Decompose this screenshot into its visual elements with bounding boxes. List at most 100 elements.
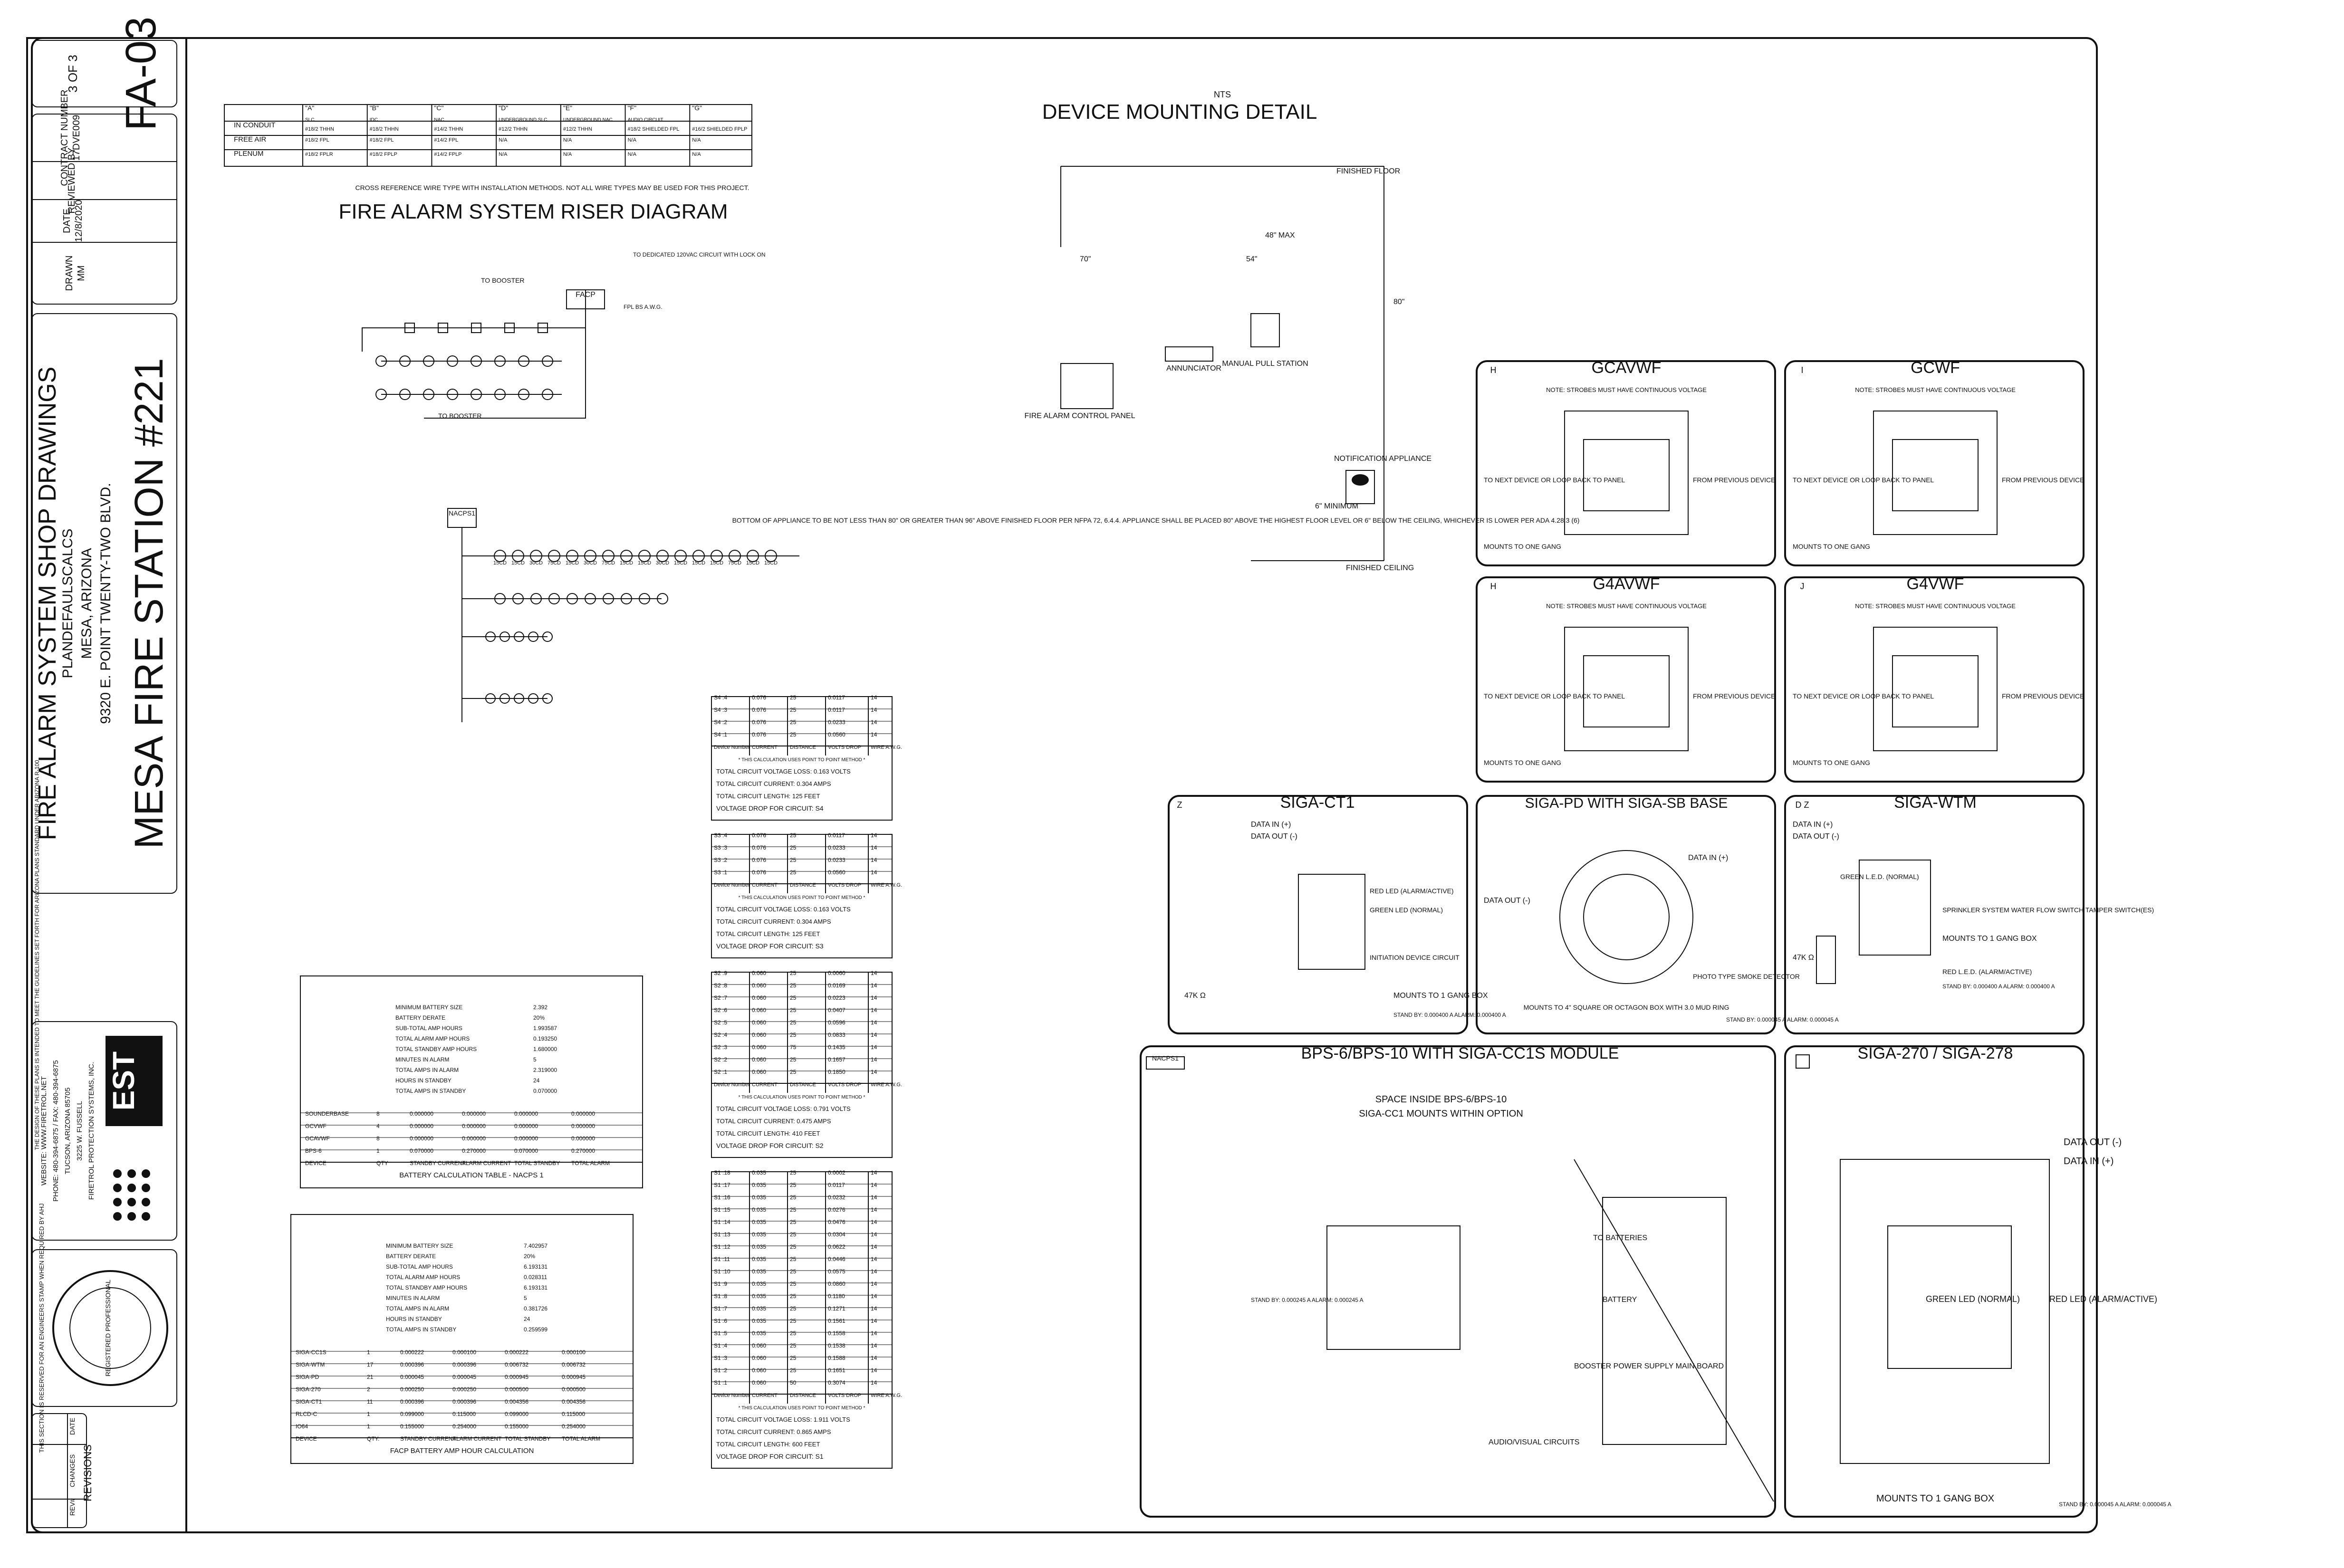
- vdrop-cell: 0.0622: [828, 1243, 845, 1250]
- nac-device: [584, 550, 596, 562]
- battery-header: DEVICE: [296, 1435, 317, 1442]
- battery-cell: 0.000396: [400, 1398, 424, 1405]
- wire-conduit: #18/2 SHIELDED FPL: [628, 126, 680, 132]
- battery-summary-label: HOURS IN STANDBY: [395, 1077, 452, 1084]
- wire-conduit: #14/2 THHN: [434, 126, 463, 132]
- vdrop-cell: S1 :13: [714, 1231, 730, 1238]
- vdrop-cell: 0.3074: [828, 1379, 845, 1386]
- vdrop-cell: S2 :2: [714, 1056, 727, 1063]
- revisions-label: REVISIONS: [82, 1444, 94, 1501]
- battery-summary-label: SUB-TOTAL AMP HOURS: [395, 1025, 462, 1032]
- slc-device: [447, 355, 458, 367]
- battery-cell: 0.099000: [505, 1411, 528, 1417]
- battery-summary-label: MINUTES IN ALARM: [395, 1056, 449, 1063]
- vdrop-cell: 14: [871, 1305, 877, 1312]
- vdrop-cell: 0.035: [752, 1305, 766, 1312]
- vdrop-cell: 0.0117: [828, 832, 845, 839]
- battery-cell: BPS-6: [305, 1147, 322, 1154]
- vdrop-current: TOTAL CIRCUIT CURRENT: 0.865 AMPS: [716, 1428, 831, 1435]
- g4avwf-to: TO NEXT DEVICE OR LOOP BACK TO PANEL: [1484, 692, 1625, 700]
- vdrop-cell: 0.060: [752, 982, 766, 989]
- vdrop-cell: S4 :2: [714, 719, 727, 726]
- wire-type-name: UNDERGROUND NAC: [563, 117, 613, 123]
- wire-conduit: #16/2 SHIELDED FPLP: [692, 126, 747, 132]
- seal-note: THIS SECTION IS RESERVED FOR AN ENGINEER…: [38, 1204, 45, 1453]
- company-line-4: PHONE: 480-394-6875 / FAX: 480-394-6875: [52, 1060, 60, 1202]
- vdrop-cell: 14: [871, 857, 877, 863]
- vdrop-cell: 14: [871, 832, 877, 839]
- vdrop-cell: 25: [790, 731, 797, 738]
- battery-summary-label: HOURS IN STANDBY: [386, 1316, 442, 1322]
- vdrop-cell: 0.035: [752, 1169, 766, 1176]
- g4avwf-title: G4AVWF: [1593, 575, 1660, 593]
- wire-type-name: IDC: [370, 117, 378, 123]
- pd-mount: MOUNTS TO 4" SQUARE OR OCTAGON BOX WITH …: [1524, 1004, 1729, 1011]
- vdrop-cell: 0.0476: [828, 1219, 845, 1225]
- mounting-note: BOTTOM OF APPLIANCE TO BE NOT LESS THAN …: [732, 516, 1580, 524]
- battery-summary-label: TOTAL AMPS IN STANDBY: [386, 1326, 456, 1333]
- vdrop-cell: S2 :5: [714, 1019, 727, 1026]
- vdrop-cell: 0.0233: [828, 857, 845, 863]
- wtm-green-led: GREEN L.E.D. (NORMAL): [1840, 873, 1919, 880]
- gcwf-mount: MOUNTS TO ONE GANG: [1793, 543, 1870, 550]
- battery-cell: 0.254000: [452, 1423, 476, 1430]
- vdrop-cell: S1 :6: [714, 1318, 727, 1324]
- nac-device: [528, 693, 538, 704]
- slc-device: [375, 389, 387, 400]
- battery-cell: 2: [367, 1386, 370, 1393]
- vdrop-cell: S1 :3: [714, 1355, 727, 1361]
- nac-device-label: 15CD: [566, 560, 579, 566]
- siga270-data-in: DATA IN (+): [2064, 1156, 2113, 1166]
- contract-label: CONTRACT NUMBER: [59, 90, 70, 186]
- gcwf-note: NOTE: STROBES MUST HAVE CONTINUOUS VOLTA…: [1855, 386, 2016, 393]
- battery-cell: 0.000000: [514, 1135, 538, 1142]
- battery-summary-value: 0.028311: [524, 1274, 547, 1281]
- ct1-tag: Z: [1177, 800, 1182, 810]
- nac-device-label: 15CD: [692, 560, 705, 566]
- nac-device: [514, 693, 524, 704]
- g4vwf-to: TO NEXT DEVICE OR LOOP BACK TO PANEL: [1793, 692, 1934, 700]
- nac-device-label: 15CD: [674, 560, 687, 566]
- nac-device: [603, 593, 614, 604]
- riser-slc-devices: [375, 323, 553, 400]
- g4avwf-mount: MOUNTS TO ONE GANG: [1484, 759, 1561, 766]
- battery-summary-label: MINIMUM BATTERY SIZE: [395, 1004, 462, 1011]
- battery-cell: 0.000945: [505, 1374, 528, 1380]
- vdrop-cell: 0.0232: [828, 1194, 845, 1201]
- battery-summary-label: MINIMUM BATTERY SIZE: [386, 1243, 453, 1249]
- battery-cell: 0.115000: [562, 1411, 585, 1417]
- battery-summary-value: 0.070000: [533, 1088, 557, 1094]
- vdrop-cell: 0.035: [752, 1206, 766, 1213]
- siga270-mount: MOUNTS TO 1 GANG BOX: [1876, 1493, 1994, 1504]
- wire-free-air: #18/2 FPL: [305, 137, 329, 143]
- nac-device-label: 15CD: [511, 560, 525, 566]
- pd-title: SIGA-PD WITH SIGA-SB BASE: [1525, 795, 1728, 811]
- bps-to-batteries: TO BATTERIES: [1593, 1234, 1647, 1242]
- nac-device: [747, 550, 759, 562]
- vdrop-header: Device Number: [714, 882, 750, 888]
- vdrop-cell: 14: [871, 1219, 877, 1225]
- vdrop-cell: 0.060: [752, 1379, 766, 1386]
- vdrop-cell: 0.076: [752, 857, 766, 863]
- company-line-3: TUCSON, ARIZONA 85705: [64, 1088, 72, 1175]
- battery-cell: 0.000500: [505, 1386, 528, 1393]
- siga270-red-led: RED LED (ALARM/ACTIVE): [2049, 1294, 2157, 1304]
- pd-stand: STAND BY: 0.000045 A ALARM: 0.000045 A: [1726, 1016, 1839, 1023]
- pull-station-box: [1250, 313, 1280, 347]
- vdrop-header: WIRE A.W.G.: [871, 882, 902, 888]
- nac-device: [500, 631, 510, 642]
- battery-cell: 0.000222: [505, 1349, 528, 1356]
- vdrop-title: VOLTAGE DROP FOR CIRCUIT: S3: [716, 942, 824, 950]
- battery-summary-value: 20%: [524, 1253, 535, 1260]
- company-line-5: WEBSITE: WWW.FIRETROL.NET: [40, 1076, 48, 1186]
- slc-device: [518, 389, 529, 400]
- nac-device: [512, 593, 524, 604]
- vdrop-length: TOTAL CIRCUIT LENGTH: 410 FEET: [716, 1130, 820, 1137]
- battery-cell: 1: [376, 1147, 380, 1154]
- vdrop-header: VOLTS DROP: [828, 745, 861, 750]
- battery-cell: 0.000945: [562, 1374, 586, 1380]
- vdrop-method: * THIS CALCULATION USES POINT TO POINT M…: [739, 895, 865, 900]
